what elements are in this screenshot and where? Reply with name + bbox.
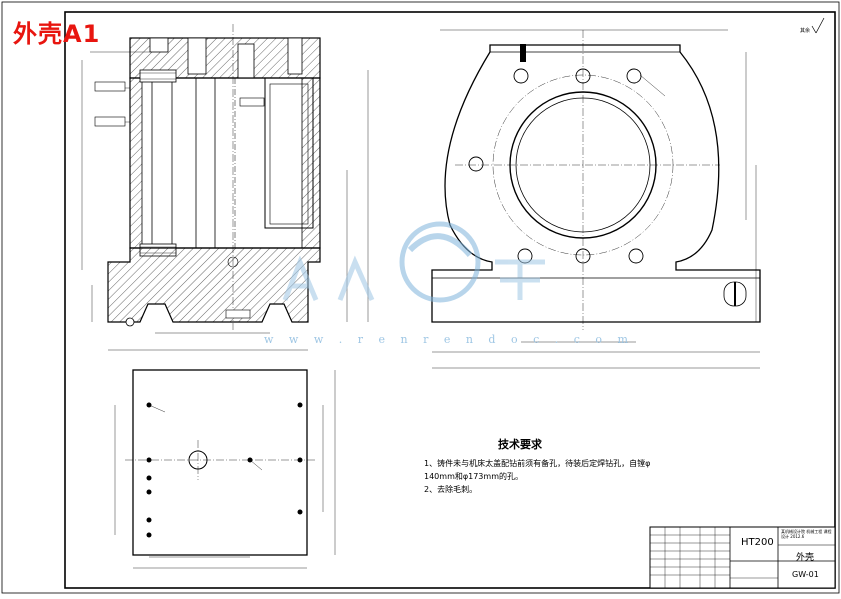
front-section-view (81, 24, 369, 351)
bottom-view (114, 369, 336, 569)
title-block (649, 526, 836, 589)
watermark-logo-icon (282, 221, 545, 303)
inner-border (64, 11, 836, 589)
drawing-title: 外壳A1 (13, 20, 101, 48)
tech-requirement-line: 2、去除毛刺。 (424, 485, 478, 494)
part-name-label: 外壳 (796, 553, 815, 563)
roughness-symbol (811, 17, 825, 34)
drawing-number-label: GW-01 (792, 570, 819, 579)
roughness-note: 其余 (800, 28, 811, 34)
tech-requirements-heading: 技术要求 (498, 438, 542, 451)
institution-label: 某机械设计院 机械工程 课程设计 2012.6 (781, 529, 832, 539)
tech-requirement-line: 1、铸件未与机床太盖配钻前须有备孔，待装后定焊钻孔，自镗φ (424, 459, 651, 468)
watermark-url: w w w . r e n r e n d o c . c o m (264, 333, 634, 346)
side-view (431, 29, 761, 369)
tech-requirement-line: 140mm和φ173mm的孔。 (424, 472, 523, 481)
material-label: HT200 (741, 537, 774, 548)
